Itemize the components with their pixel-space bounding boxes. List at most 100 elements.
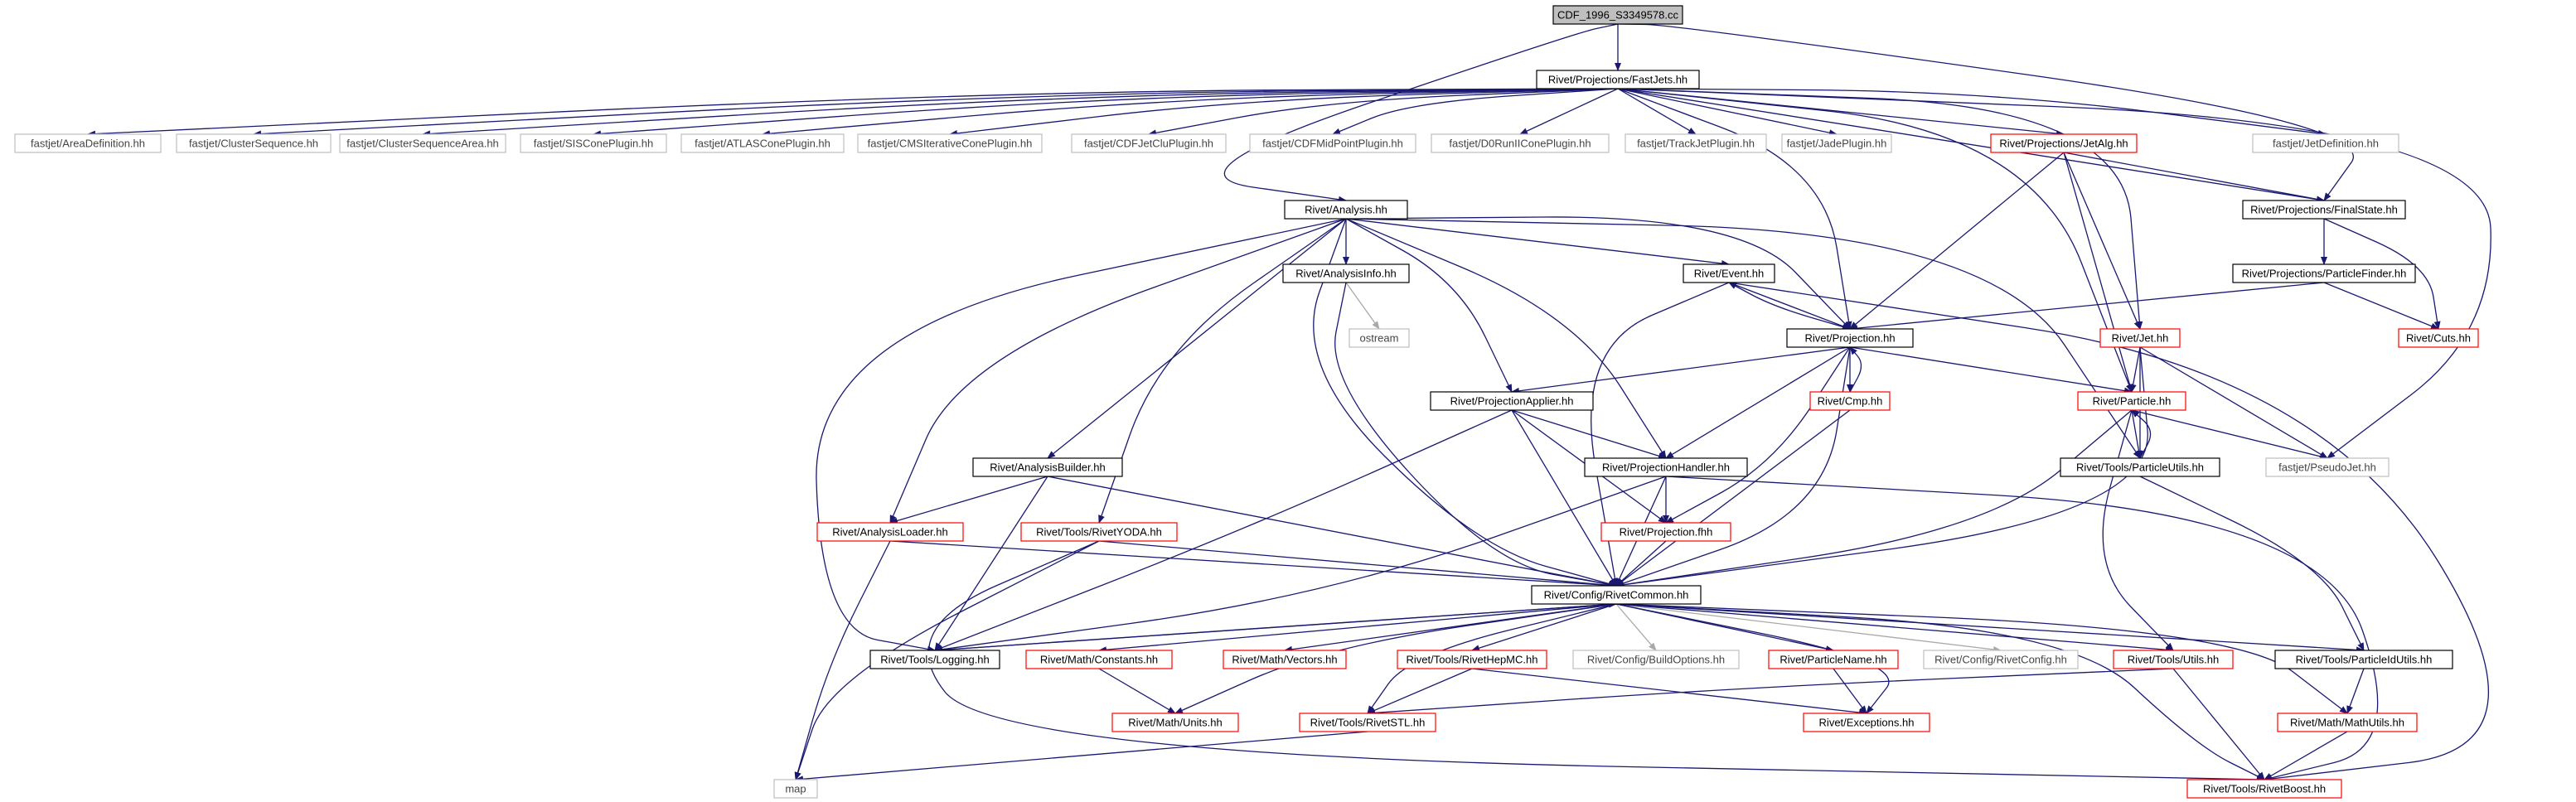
node-analysis[interactable]: Rivet/Analysis.hh (1284, 200, 1408, 220)
node-particlefinder[interactable]: Rivet/Projections/ParticleFinder.hh (2232, 263, 2416, 283)
node-rivethepmc[interactable]: Rivet/Tools/RivetHepMC.hh (1397, 650, 1547, 669)
node-box-projhandler (1584, 457, 1748, 477)
node-analysisbuilder[interactable]: Rivet/AnalysisBuilder.hh (972, 457, 1123, 477)
node-box-analysis (1284, 200, 1408, 220)
edge-projection-to-event (1728, 282, 1851, 330)
node-clseqarea[interactable]: fastjet/ClusterSequenceArea.hh (339, 133, 506, 153)
node-label-jetalg: Rivet/Projections/JetAlg.hh (1999, 138, 2128, 150)
node-rivetstl[interactable]: Rivet/Tools/RivetSTL.hh (1299, 713, 1436, 732)
edge-projection-to-rivetcommon (1615, 346, 1851, 587)
node-atlascone[interactable]: fastjet/ATLASConePlugin.hh (680, 133, 845, 153)
node-event[interactable]: Rivet/Event.hh (1683, 263, 1775, 283)
node-utils[interactable]: Rivet/Tools/Utils.hh (2113, 650, 2234, 669)
node-projapplier[interactable]: Rivet/ProjectionApplier.hh (1430, 391, 1594, 411)
node-buildoptions[interactable]: Rivet/Config/BuildOptions.hh (1572, 650, 1740, 669)
edge-rivetcommon-to-particleidutils (1615, 603, 2365, 654)
node-label-rivetyoda: Rivet/Tools/RivetYODA.hh (1036, 526, 1162, 539)
node-label-analysisloader: Rivet/AnalysisLoader.hh (832, 526, 947, 539)
node-mathutils[interactable]: Rivet/Math/MathUtils.hh (2277, 713, 2418, 732)
node-label-cmscone: fastjet/CMSIterativeConePlugin.hh (868, 138, 1033, 150)
node-analysisloader[interactable]: Rivet/AnalysisLoader.hh (816, 522, 964, 542)
node-vectors[interactable]: Rivet/Math/Vectors.hh (1223, 650, 1347, 669)
node-label-ostream: ostream (1360, 332, 1399, 345)
node-box-map (773, 779, 818, 799)
node-siscone[interactable]: fastjet/SISConePlugin.hh (520, 133, 667, 153)
node-root[interactable]: CDF_1996_S3349578.cc (1552, 5, 1683, 25)
node-box-particlefinder (2232, 263, 2416, 283)
node-label-clseq: fastjet/ClusterSequence.hh (189, 138, 318, 150)
node-box-utils (2113, 650, 2234, 669)
node-ostream[interactable]: ostream (1349, 328, 1410, 348)
node-box-siscone (520, 133, 667, 153)
node-rivetboost[interactable]: Rivet/Tools/RivetBoost.hh (2186, 779, 2342, 799)
edge-utils-to-rivetstl (1367, 668, 2174, 717)
node-box-trackjet (1625, 133, 1767, 153)
node-particlename[interactable]: Rivet/ParticleName.hh (1768, 650, 1899, 669)
node-areadef[interactable]: fastjet/AreaDefinition.hh (14, 133, 162, 153)
node-box-mathutils (2277, 713, 2418, 732)
node-label-particlefinder: Rivet/Projections/ParticleFinder.hh (2242, 268, 2407, 280)
node-constants[interactable]: Rivet/Math/Constants.hh (1025, 650, 1173, 669)
edge-fastjets-to-trackjet (1617, 88, 1697, 135)
node-rivetyoda[interactable]: Rivet/Tools/RivetYODA.hh (1020, 522, 1178, 542)
node-particleutils[interactable]: Rivet/Tools/ParticleUtils.hh (2060, 457, 2220, 477)
node-pseudojet[interactable]: fastjet/PseudoJet.hh (2265, 457, 2390, 477)
node-projhandler[interactable]: Rivet/ProjectionHandler.hh (1584, 457, 1748, 477)
edge-rivethepmc-to-rivetstl (1367, 668, 1473, 714)
node-box-vectors (1223, 650, 1347, 669)
node-label-particle: Rivet/Particle.hh (2093, 395, 2172, 408)
node-particleidutils[interactable]: Rivet/Tools/ParticleIdUtils.hh (2274, 650, 2453, 669)
node-label-jetdef: fastjet/JetDefinition.hh (2273, 138, 2379, 150)
node-jetalg[interactable]: Rivet/Projections/JetAlg.hh (1990, 133, 2138, 153)
node-fastjets[interactable]: Rivet/Projections/FastJets.hh (1536, 70, 1700, 89)
node-analysisinfo[interactable]: Rivet/AnalysisInfo.hh (1282, 263, 1410, 283)
node-label-projapplier: Rivet/ProjectionApplier.hh (1450, 395, 1574, 408)
node-box-buildoptions (1572, 650, 1740, 669)
node-map[interactable]: map (773, 779, 818, 799)
node-units[interactable]: Rivet/Math/Units.hh (1111, 713, 1239, 732)
edge-rivetyoda-to-rivetcommon (1098, 540, 1617, 589)
node-finalstate[interactable]: Rivet/Projections/FinalState.hh (2242, 200, 2406, 220)
edge-particleidutils-to-mathutils (2346, 668, 2365, 714)
edge-projapplier-to-rivetcommon (1511, 409, 1617, 587)
node-jet[interactable]: Rivet/Jet.hh (2099, 328, 2181, 348)
edge-rivetcommon-to-rivethepmc (1471, 603, 1617, 652)
node-cdfjetclu[interactable]: fastjet/CDFJetCluPlugin.hh (1071, 133, 1227, 153)
node-box-analysisinfo (1282, 263, 1410, 283)
node-label-particleidutils: Rivet/Tools/ParticleIdUtils.hh (2296, 654, 2433, 666)
node-d0run2[interactable]: fastjet/D0RunIIConePlugin.hh (1431, 133, 1610, 153)
node-particle[interactable]: Rivet/Particle.hh (2077, 391, 2186, 411)
node-label-atlascone: fastjet/ATLASConePlugin.hh (695, 138, 830, 150)
node-label-projhandler: Rivet/ProjectionHandler.hh (1602, 461, 1730, 474)
node-cmscone[interactable]: fastjet/CMSIterativeConePlugin.hh (857, 133, 1043, 153)
edge-rivetcommon-to-rivetconfig (1615, 603, 2002, 653)
node-box-root (1552, 5, 1683, 25)
node-logging[interactable]: Rivet/Tools/Logging.hh (869, 650, 1000, 669)
edge-fastjets-to-jetdef (1617, 88, 2327, 137)
edge-jetalg-to-particle (2063, 152, 2133, 393)
edge-projection-to-projectionfhh (1665, 346, 1851, 524)
edge-fastjets-to-pseudojet (1617, 88, 2491, 459)
node-trackjet[interactable]: fastjet/TrackJetPlugin.hh (1625, 133, 1767, 153)
node-cdfmid[interactable]: fastjet/CDFMidPointPlugin.hh (1249, 133, 1416, 153)
node-box-areadef (14, 133, 162, 153)
node-rivetconfig[interactable]: Rivet/Config/RivetConfig.hh (1923, 650, 2079, 669)
edge-analysisbuilder-to-rivetcommon (1047, 476, 1617, 588)
edge-rivetcommon-to-utils (1615, 603, 2174, 654)
node-jetdef[interactable]: fastjet/JetDefinition.hh (2252, 133, 2399, 153)
edge-analysis-to-event (1345, 218, 1730, 267)
node-exceptions[interactable]: Rivet/Exceptions.hh (1803, 713, 1930, 732)
node-label-vectors: Rivet/Math/Vectors.hh (1232, 654, 1337, 666)
node-label-cdfmid: fastjet/CDFMidPointPlugin.hh (1262, 138, 1403, 150)
node-cmp[interactable]: Rivet/Cmp.hh (1809, 391, 1891, 411)
node-rivetcommon[interactable]: Rivet/Config/RivetCommon.hh (1531, 585, 1702, 605)
node-label-rivetconfig: Rivet/Config/RivetConfig.hh (1934, 654, 2067, 666)
node-label-units: Rivet/Math/Units.hh (1128, 717, 1222, 729)
node-box-rivetcommon (1531, 585, 1702, 605)
node-clseq[interactable]: fastjet/ClusterSequence.hh (176, 133, 332, 153)
node-projectionfhh[interactable]: Rivet/Projection.fhh (1600, 522, 1731, 542)
node-cuts[interactable]: Rivet/Cuts.hh (2398, 328, 2479, 348)
node-jade[interactable]: fastjet/JadePlugin.hh (1781, 133, 1892, 153)
node-projection[interactable]: Rivet/Projection.hh (1786, 328, 1914, 348)
edge-cmp-to-projection (1849, 346, 1862, 393)
